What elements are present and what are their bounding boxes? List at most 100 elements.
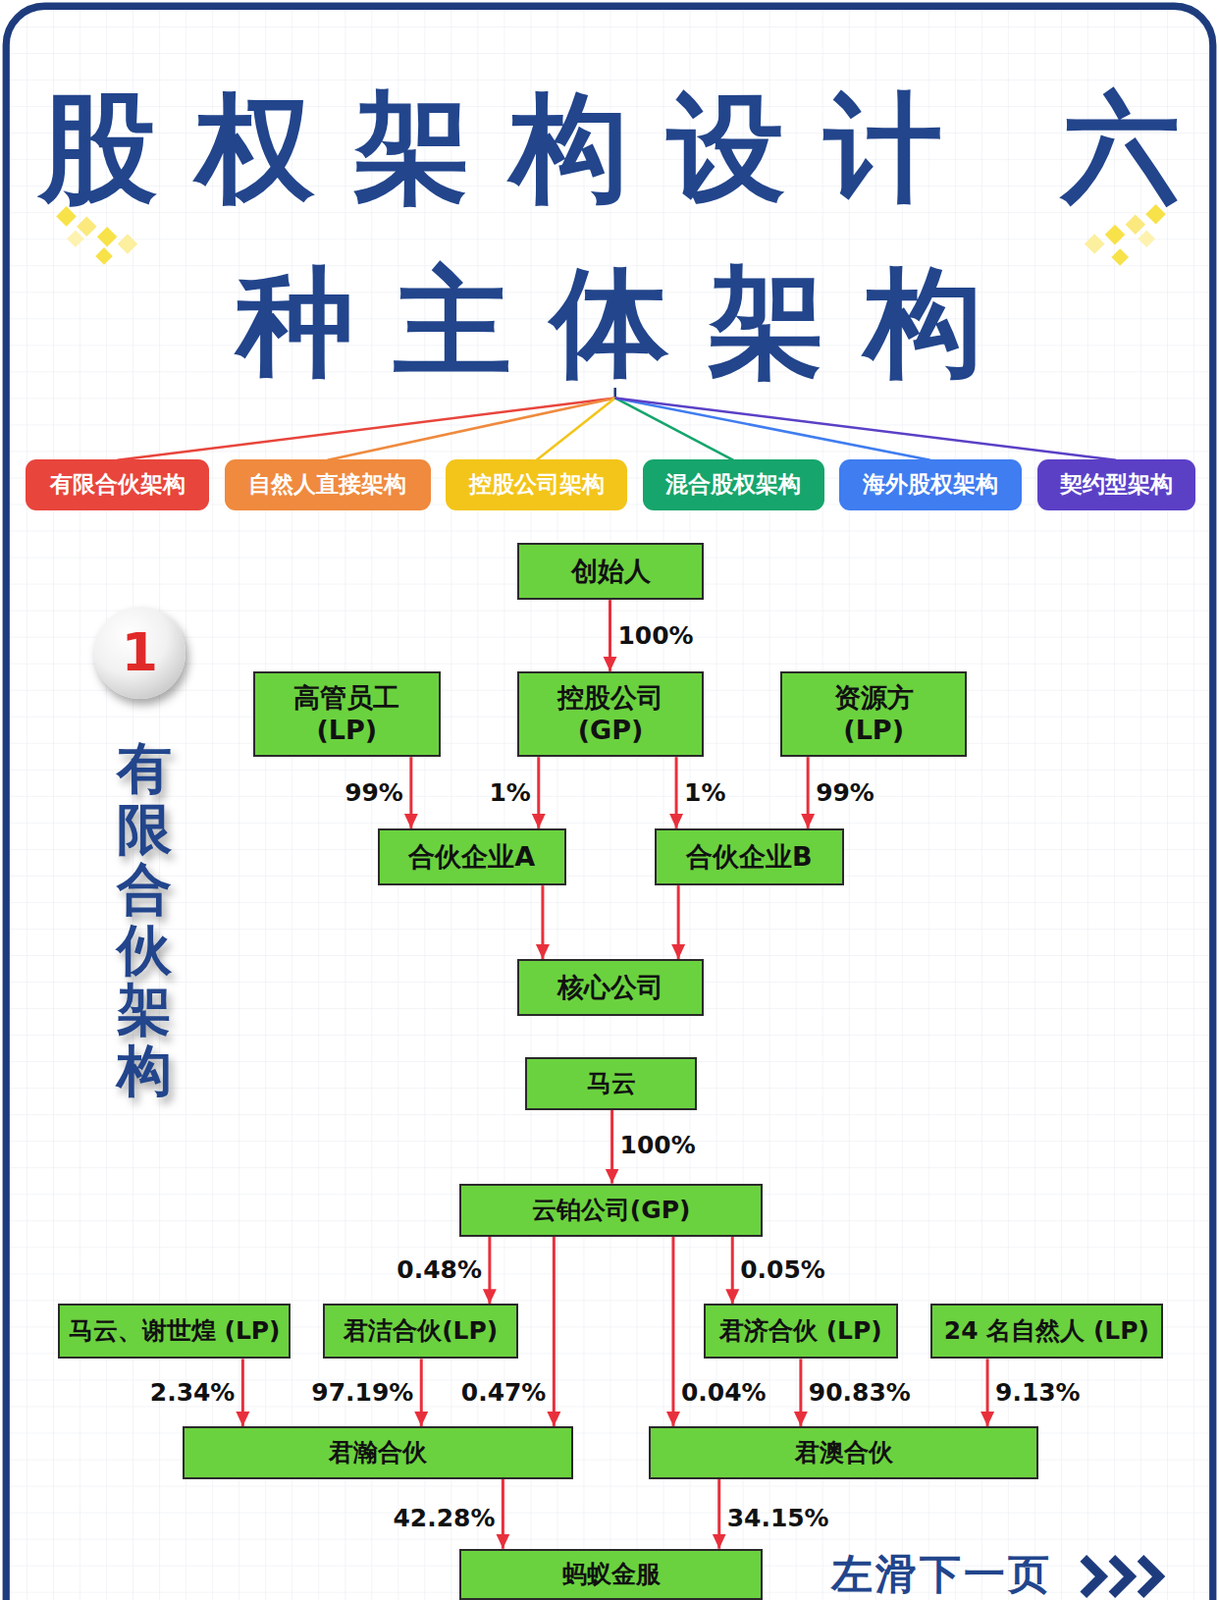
fan-line	[615, 397, 735, 460]
node-text: 合伙企业B	[686, 841, 813, 873]
node-text: 君瀚合伙	[328, 1437, 427, 1468]
ownership-arrow	[731, 1236, 735, 1305]
fan-line	[536, 397, 616, 460]
node-text: 核心公司	[557, 971, 664, 1004]
entity-box: 君济合伙 (LP)	[703, 1303, 898, 1359]
ownership-arrow	[717, 1479, 721, 1549]
entity-box: 君澳合伙	[648, 1426, 1039, 1480]
fan-lines	[117, 387, 1117, 461]
swipe-chevrons	[1083, 1557, 1160, 1594]
node-text: 控股公司 (GP)	[551, 682, 670, 746]
grid	[7, 7, 1211, 1600]
entity-box: 马云、谢世煌 (LP)	[57, 1303, 291, 1359]
node-text: 高管员工 (LP)	[288, 682, 407, 746]
sparkle	[1111, 248, 1129, 266]
share-percent: 1%	[684, 778, 726, 808]
category-pill: 自然人直接架构	[224, 459, 431, 511]
fan-line	[327, 397, 616, 460]
node-text: 马云、谢世煌 (LP)	[68, 1316, 281, 1346]
ownership-arrow	[536, 756, 540, 829]
ownership-arrow	[677, 885, 681, 959]
sparkle	[66, 229, 85, 248]
node-text: 契约型架构	[1060, 471, 1173, 498]
sparkle	[1084, 233, 1106, 255]
share-percent: 90.83%	[808, 1378, 911, 1408]
node-text: 控股公司架构	[469, 471, 605, 498]
share-percent: 1%	[488, 778, 530, 808]
ownership-arrow	[671, 1236, 675, 1427]
share-percent: 99%	[344, 778, 404, 808]
share-percent: 2.34%	[150, 1378, 236, 1408]
sparkle	[1137, 229, 1156, 248]
fan-line	[615, 397, 1116, 460]
entity-box: 云铂公司(GP)	[459, 1183, 764, 1237]
share-percent: 42.28%	[393, 1503, 496, 1534]
node-text: 有限合伙架构	[50, 471, 186, 498]
sparkle	[97, 226, 118, 248]
node-text: 君洁合伙(LP)	[343, 1316, 498, 1346]
share-percent: 97.19%	[311, 1378, 414, 1408]
node-text: 君济合伙 (LP)	[719, 1316, 883, 1346]
ownership-arrow	[420, 1358, 424, 1427]
chevron	[1140, 1557, 1160, 1594]
node-text: 创始人	[571, 555, 651, 587]
share-percent: 0.47%	[461, 1378, 547, 1408]
ownership-arrow	[540, 885, 544, 959]
entity-box: 高管员工 (LP)	[253, 671, 441, 757]
entity-box: 合伙企业A	[377, 828, 567, 886]
entity-box: 马云	[525, 1057, 697, 1111]
fan-line	[117, 397, 616, 460]
chevron	[1112, 1557, 1131, 1594]
ownership-arrow	[798, 1358, 802, 1427]
sparkle	[117, 233, 139, 255]
share-percent: 0.05%	[740, 1255, 826, 1285]
node-text: 合伙企业A	[408, 841, 535, 873]
node-text: 云铂公司(GP)	[531, 1195, 691, 1225]
category-pill: 有限合伙架构	[25, 459, 210, 511]
category-pill: 控股公司架构	[445, 459, 628, 511]
entity-box: 控股公司 (GP)	[517, 671, 704, 757]
category-pill: 混合股权架构	[642, 459, 825, 511]
frame	[5, 5, 1214, 1600]
share-percent: 34.15%	[727, 1503, 830, 1534]
section-title: 有限合伙架构	[116, 738, 172, 1102]
sparkle	[95, 247, 113, 265]
share-percent: 100%	[618, 621, 694, 651]
entity-box: 资源方 (LP)	[780, 671, 967, 757]
sparkle	[76, 215, 98, 237]
entity-box: 君洁合伙(LP)	[322, 1303, 519, 1359]
category-pill: 契约型架构	[1037, 459, 1196, 511]
fan-line	[615, 397, 931, 460]
callout-number: 1	[94, 606, 187, 699]
ownership-arrow	[610, 1110, 614, 1184]
share-percent: 9.13%	[995, 1378, 1081, 1408]
node-text: 自然人直接架构	[248, 471, 407, 498]
ownership-arrow	[675, 756, 679, 829]
sparkle	[1124, 213, 1146, 235]
entity-box: 核心公司	[517, 958, 704, 1016]
sparkle	[1105, 224, 1126, 246]
ownership-arrow	[487, 1236, 491, 1305]
ownership-arrow	[608, 599, 612, 672]
chevron	[1083, 1557, 1103, 1594]
entity-box: 君瀚合伙	[182, 1426, 574, 1480]
share-percent: 100%	[620, 1130, 696, 1161]
ownership-arrow	[501, 1479, 505, 1549]
ownership-arrow	[986, 1358, 990, 1427]
ownership-arrow	[241, 1358, 245, 1427]
node-text: 资源方 (LP)	[814, 682, 933, 746]
entity-box: 创始人	[517, 542, 704, 600]
page-title: 股权架构设计 六种主体架构	[0, 60, 1219, 411]
ownership-arrow	[409, 756, 413, 829]
entity-box: 24 名自然人 (LP)	[930, 1303, 1164, 1359]
node-text: 君澳合伙	[795, 1437, 894, 1468]
ownership-arrow	[806, 756, 810, 829]
swipe-hint: 左滑下一页	[831, 1549, 1053, 1599]
node-text: 24 名自然人 (LP)	[944, 1316, 1150, 1346]
ownership-arrow	[552, 1236, 556, 1427]
node-text: 马云	[586, 1068, 636, 1099]
node-text: 海外股权架构	[862, 471, 999, 498]
